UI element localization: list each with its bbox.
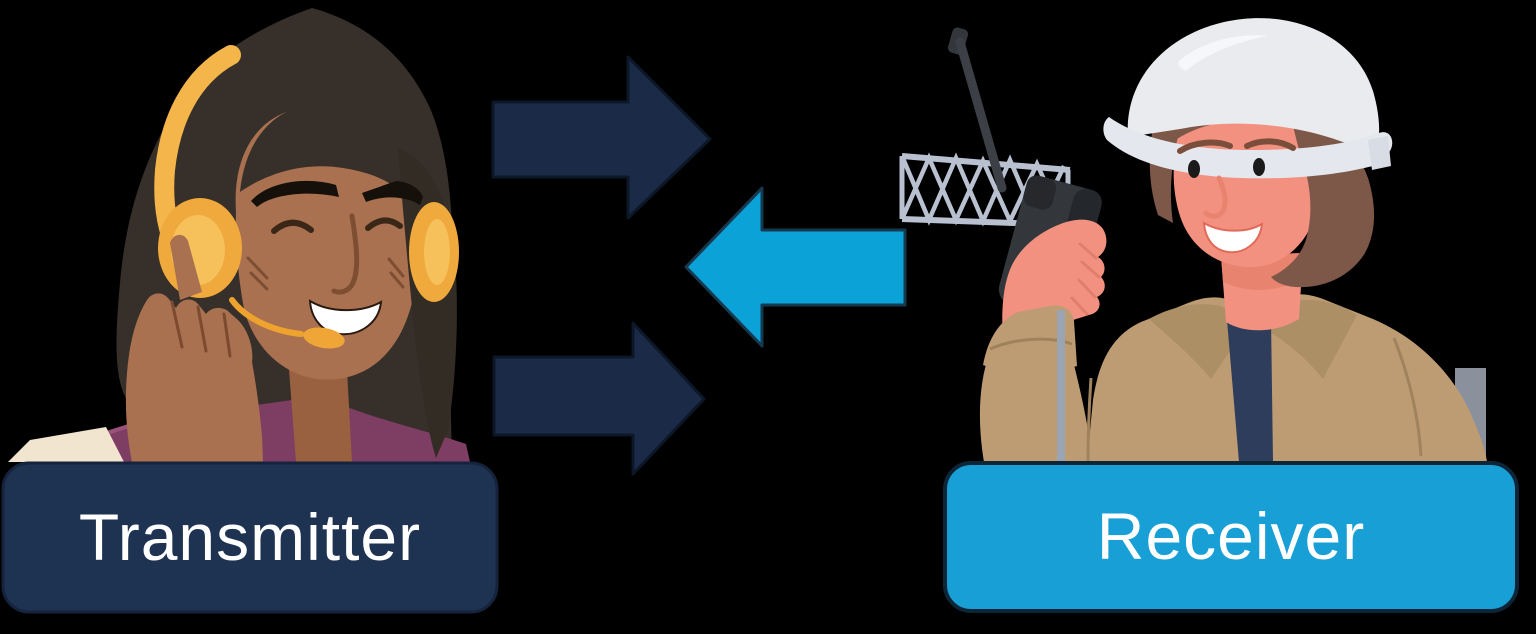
worker-undershirt <box>1227 313 1273 462</box>
operator-neck <box>288 352 352 462</box>
transmitter-label-box <box>1 461 499 614</box>
worker-eyebrows <box>1177 138 1296 154</box>
walkie-talkie-top <box>1023 175 1057 210</box>
worker-cuff-line <box>989 337 1073 351</box>
signal-arrows <box>491 55 907 476</box>
headset-mic-boom-icon <box>229 297 304 337</box>
return-arrow-middle-icon <box>684 186 907 348</box>
worker-jacket-seams <box>1086 337 1423 463</box>
operator-index-finger <box>170 234 202 300</box>
transmitter-figure <box>8 8 470 462</box>
operator-nose <box>331 213 360 295</box>
forward-arrow-top-icon <box>491 55 712 220</box>
forward-arrow-bottom-icon <box>492 321 706 476</box>
operator-cheek-lines <box>246 256 405 291</box>
transmitter-label: Transmitter <box>1 461 499 614</box>
antenna-wire <box>1057 310 1065 462</box>
hard-hat-brim-icon <box>1103 117 1393 179</box>
operator-eye-left-closed <box>271 219 314 234</box>
receiver-figure <box>899 18 1487 463</box>
operator-eye-right-closed <box>365 217 403 231</box>
headset-mic-tip-icon <box>303 327 345 349</box>
operator-eyebrow-left <box>251 180 339 207</box>
hard-hat-highlight <box>1178 35 1268 71</box>
receiver-label: Receiver <box>943 461 1519 613</box>
worker-nose <box>1203 175 1228 219</box>
transmitter-label-text: Transmitter <box>79 500 421 574</box>
operator-smile <box>308 299 383 336</box>
worker-eye-left <box>1188 160 1200 178</box>
operator-hand-arm <box>125 293 263 462</box>
worker-finger-gaps <box>1070 242 1101 316</box>
hard-hat-brim-end <box>1368 136 1391 170</box>
worker-collar-left <box>1149 304 1249 379</box>
receiver-label-box <box>943 461 1519 613</box>
operator-eyebrow-right <box>362 181 423 205</box>
operator-undershirt <box>8 427 124 462</box>
hard-hat-dome-icon <box>1127 18 1380 152</box>
headphone-right-cup-inner <box>424 219 450 285</box>
operator-hairline <box>240 103 422 216</box>
operator-finger-gaps <box>170 300 232 358</box>
walkie-antenna-icon <box>955 37 1007 193</box>
receiver-label-text: Receiver <box>1097 499 1365 573</box>
worker-smile <box>1202 221 1264 254</box>
worker-eye-right <box>1253 158 1265 176</box>
